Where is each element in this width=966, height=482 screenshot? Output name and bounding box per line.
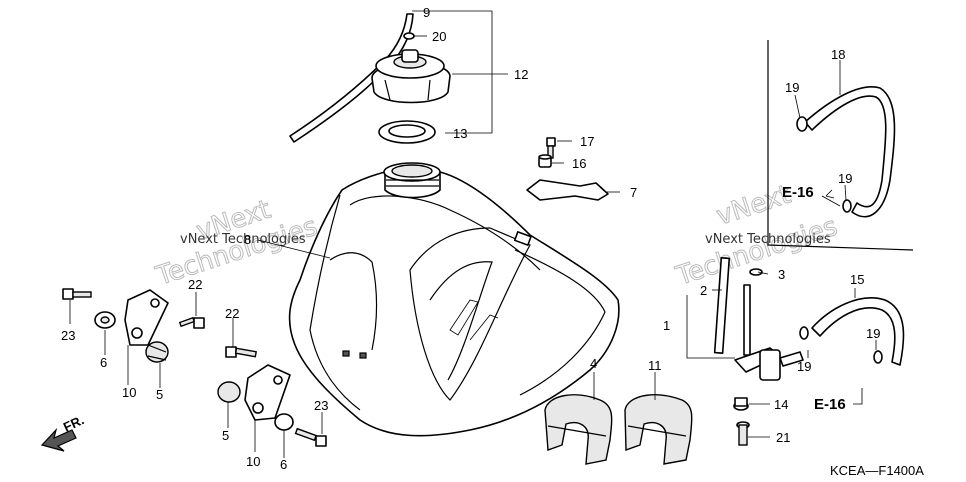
callout-10a: 10 (122, 385, 136, 400)
callout-19c: 19 (797, 359, 811, 374)
watermark-caption-left: vNext Technologies (180, 232, 306, 247)
callout-10b: 10 (246, 454, 260, 469)
fuel-cap (371, 49, 451, 104)
reference-label-lower[interactable]: E-16 (814, 396, 846, 413)
callout-20: 20 (432, 29, 446, 44)
valve-washer-14 (733, 397, 749, 411)
section-divider (767, 40, 914, 251)
callout-11: 11 (648, 358, 662, 373)
callout-6a: 6 (100, 355, 107, 370)
callout-5a: 5 (156, 387, 163, 402)
tank-strap-11 (624, 394, 693, 465)
callout-3: 3 (778, 267, 785, 282)
callout-4: 4 (590, 356, 597, 371)
watermark-brand-right-2: Technologies (672, 212, 841, 292)
callout-21: 21 (776, 430, 790, 445)
callout-6b: 6 (280, 457, 287, 472)
collar-16 (538, 154, 552, 168)
hose-clip-18a (796, 116, 808, 132)
callout-19d: 19 (866, 326, 880, 341)
diagram-code: KCEA—F1400A (830, 463, 924, 478)
callout-18: 18 (831, 47, 845, 62)
callout-16: 16 (572, 156, 586, 171)
callout-22b: 22 (225, 306, 239, 321)
hose-clip-15b (873, 350, 883, 364)
callout-9: 9 (423, 5, 430, 20)
front-direction-arrow: FR. (40, 412, 86, 452)
callout-7: 7 (630, 185, 637, 200)
cap-gasket (378, 120, 436, 144)
hose-18 (804, 86, 896, 218)
tank-strap-4 (544, 394, 613, 465)
mount-left-upper (62, 288, 205, 363)
callout-2: 2 (700, 283, 707, 298)
callout-23b: 23 (314, 398, 328, 413)
breather-hose-top (289, 13, 414, 143)
callout-15: 15 (850, 272, 864, 287)
callout-8: 8 (244, 232, 251, 247)
reference-arrow-upper (825, 189, 835, 199)
callout-labels: 9 20 12 13 17 16 7 8 18 19 19 2 3 1 15 1… (61, 5, 880, 472)
front-direction-label: FR. (61, 412, 86, 434)
hose-clip-18b (842, 199, 852, 213)
fuel-valve (713, 257, 804, 381)
hose-clip-15a (799, 326, 809, 340)
fuel-tank (288, 162, 620, 437)
hose-15 (811, 297, 905, 366)
mount-left-lower (217, 346, 327, 447)
callout-1: 1 (663, 318, 670, 333)
callout-5b: 5 (222, 428, 229, 443)
callout-14: 14 (774, 397, 788, 412)
reference-label-upper[interactable]: E-16 (782, 184, 814, 201)
tank-bracket-7 (526, 179, 609, 201)
callout-23a: 23 (61, 328, 75, 343)
callout-17: 17 (580, 134, 594, 149)
callout-19b: 19 (838, 171, 852, 186)
valve-bolt-21 (736, 421, 750, 446)
callout-19a: 19 (785, 80, 799, 95)
callout-12: 12 (514, 67, 528, 82)
callout-13: 13 (453, 126, 467, 141)
leader-lines (69, 10, 877, 458)
watermark-group-left: vNext Technologies vNext Technologies (151, 194, 321, 292)
hose-clip (403, 32, 415, 40)
callout-22a: 22 (188, 277, 202, 292)
